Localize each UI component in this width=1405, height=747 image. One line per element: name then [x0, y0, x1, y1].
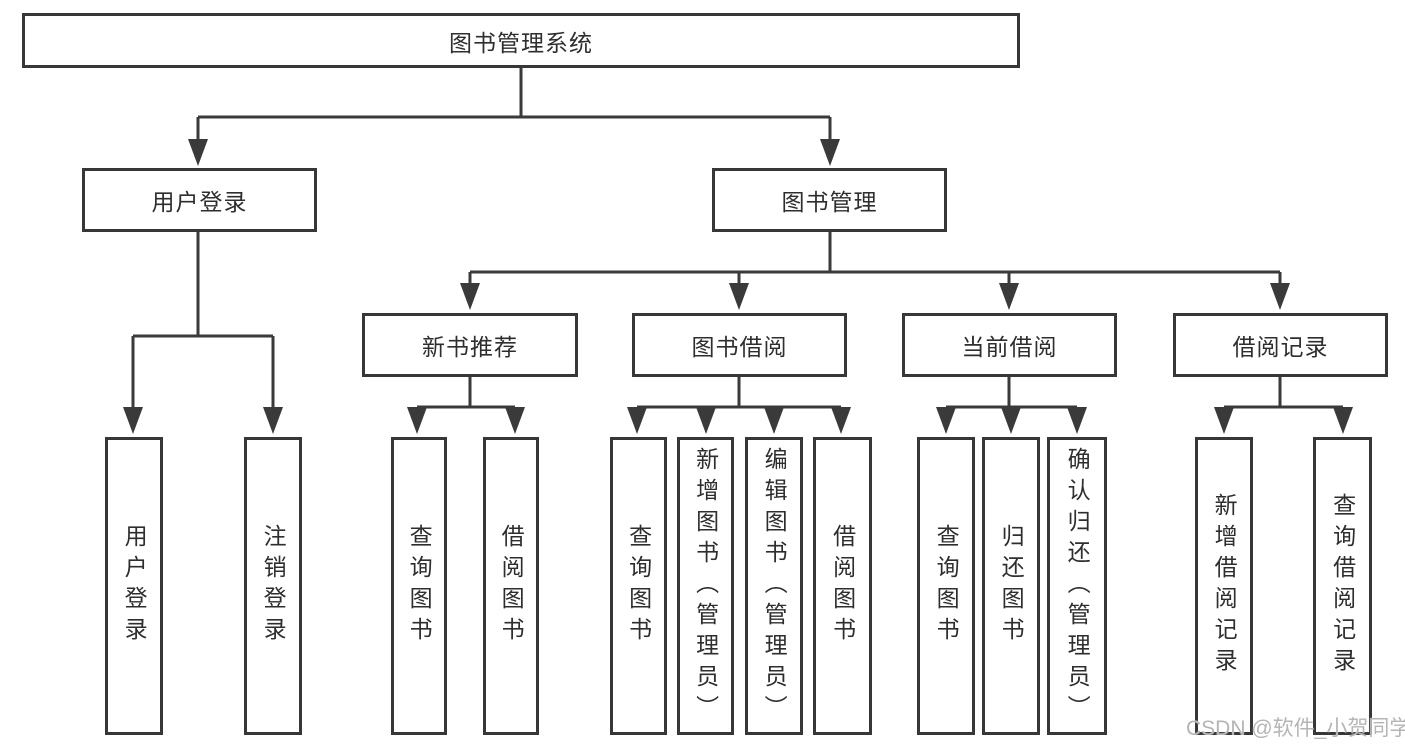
node-current-borrowing: 当前借阅: [902, 313, 1117, 377]
node-label: 借阅记录: [1232, 334, 1329, 360]
arrowheads: [123, 139, 1353, 434]
node-book-borrowing: 图书借阅: [632, 313, 847, 377]
node-library-management-system: 图书管理系统: [22, 13, 1020, 68]
leaf-label: 注销登录: [260, 524, 287, 648]
leaf-label: 归还图书: [998, 524, 1025, 648]
leaf-label: 用户登录: [121, 524, 148, 648]
leaf-label: 新增借阅记录: [1211, 493, 1238, 679]
leaf-label: 借阅图书: [829, 524, 856, 648]
csdn-watermark: CSDN @软件_小贺同学: [1186, 717, 1405, 740]
node-label: 图书管理: [781, 189, 878, 215]
node-label: 图书管理系统: [449, 29, 593, 56]
leaf-label: 编辑图书（管理员）: [761, 446, 788, 726]
leaf-confirm-return-admin: 确认归还（管理员）: [1047, 437, 1107, 735]
node-borrowing-records: 借阅记录: [1173, 313, 1388, 377]
node-label: 当前借阅: [961, 334, 1058, 360]
leaf-logout-login: 注销登录: [244, 437, 302, 735]
leaf-return-books: 归还图书: [982, 437, 1040, 735]
leaf-label: 确认归还（管理员）: [1064, 446, 1091, 726]
leaf-borrow-books: 借阅图书: [813, 437, 872, 735]
leaf-edit-books-admin: 编辑图书（管理员）: [745, 437, 803, 735]
leaf-label: 新增图书（管理员）: [692, 446, 719, 726]
node-user-login: 用户登录: [82, 168, 317, 232]
leaf-label: 借阅图书: [498, 524, 525, 648]
leaf-query-books-borrow: 查询图书: [610, 437, 667, 735]
leaf-label: 查询图书: [933, 524, 960, 648]
leaf-add-books-admin: 新增图书（管理员）: [677, 437, 734, 735]
leaf-add-borrow-record: 新增借阅记录: [1195, 437, 1253, 735]
leaf-label: 查询图书: [625, 524, 652, 648]
leaf-label: 查询图书: [406, 524, 433, 648]
leaf-borrow-books-recommend: 借阅图书: [483, 437, 539, 735]
node-book-management: 图书管理: [712, 168, 947, 232]
leaf-query-books-current: 查询图书: [917, 437, 975, 735]
node-label: 用户登录: [151, 189, 248, 215]
leaf-query-borrow-record: 查询借阅记录: [1313, 437, 1372, 735]
leaf-user-login: 用户登录: [105, 437, 163, 735]
node-label: 图书借阅: [691, 334, 788, 360]
node-new-book-recommendation: 新书推荐: [362, 313, 578, 377]
leaf-label: 查询借阅记录: [1329, 493, 1356, 679]
node-label: 新书推荐: [422, 334, 518, 360]
leaf-query-books-recommend: 查询图书: [391, 437, 447, 735]
